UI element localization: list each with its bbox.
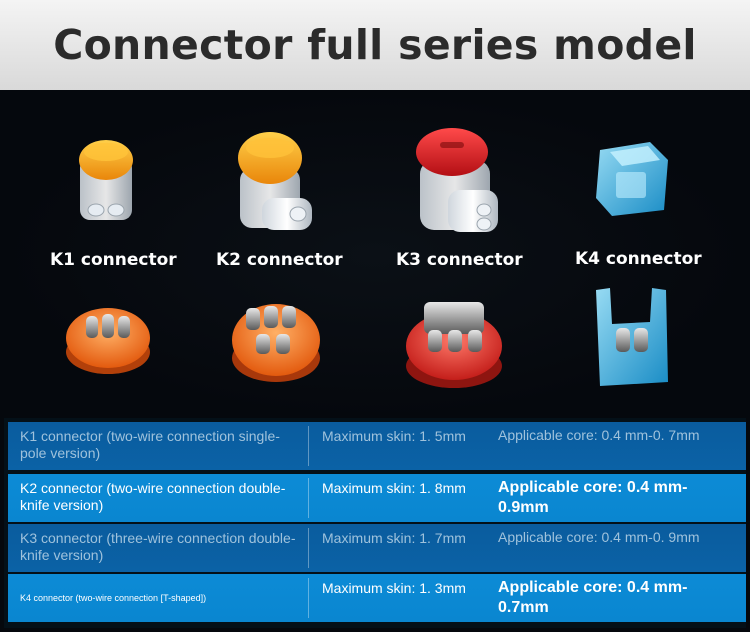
column-divider <box>308 478 309 518</box>
k1-connector-image <box>79 140 133 220</box>
column-divider <box>308 578 309 618</box>
table-row: K4 connector (two-wire connection [T-sha… <box>8 574 746 622</box>
row-name: K1 connector (two-wire connection single… <box>20 428 280 461</box>
column-divider <box>308 426 309 466</box>
row-core: Applicable core: 0.4 mm-0. 9mm <box>498 529 700 545</box>
k2-label: K2 connector <box>216 250 343 270</box>
k1-label: K1 connector <box>50 250 177 270</box>
row-name: K3 connector (three-wire connection doub… <box>20 530 296 563</box>
table-row: K3 connector (three-wire connection doub… <box>8 524 746 572</box>
product-photo-area: K1 connector K2 connector K3 connector K… <box>0 90 750 420</box>
table-row: K2 connector (two-wire connection double… <box>8 474 746 522</box>
row-skin: Maximum skin: 1. 8mm <box>322 480 466 496</box>
k4-label: K4 connector <box>575 249 702 269</box>
title-banner: Connector full series model <box>0 0 750 90</box>
k2-connector-crosssection <box>232 304 320 382</box>
row-skin: Maximum skin: 1. 3mm <box>322 580 466 596</box>
table-row: K1 connector (two-wire connection single… <box>8 422 746 470</box>
row-name: K4 connector (two-wire connection [T-sha… <box>20 593 207 603</box>
row-name: K2 connector (two-wire connection double… <box>20 480 286 513</box>
row-core: Applicable core: 0.4 mm-0.7mm <box>498 579 688 616</box>
k4-connector-crosssection <box>596 288 668 386</box>
k3-connector-crosssection <box>406 302 502 388</box>
row-skin: Maximum skin: 1. 7mm <box>322 530 466 546</box>
spec-table: K1 connector (two-wire connection single… <box>4 418 746 628</box>
k2-connector-image <box>238 132 312 230</box>
row-core: Applicable core: 0.4 mm-0.9mm <box>498 479 688 516</box>
row-skin: Maximum skin: 1. 5mm <box>322 428 466 444</box>
page-title: Connector full series model <box>53 21 697 69</box>
k1-connector-crosssection <box>66 308 150 374</box>
row-core: Applicable core: 0.4 mm-0. 7mm <box>498 427 700 443</box>
k3-connector-image <box>416 128 498 232</box>
k4-connector-image <box>596 142 668 216</box>
k3-label: K3 connector <box>396 250 523 270</box>
column-divider <box>308 528 309 568</box>
connector-illustrations <box>66 128 668 388</box>
